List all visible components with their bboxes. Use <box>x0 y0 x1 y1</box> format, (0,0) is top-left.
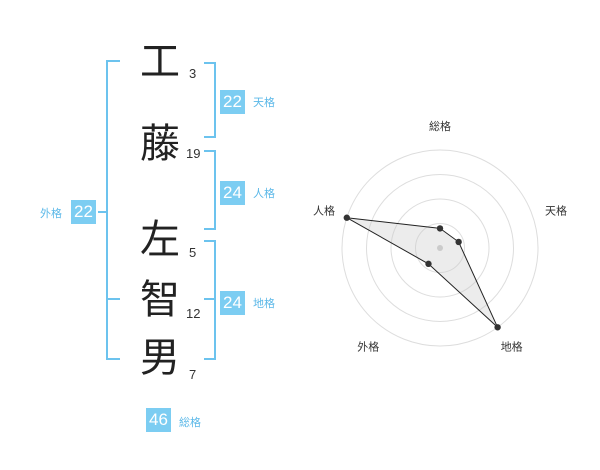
radar-ring-2 <box>390 198 490 298</box>
stroke-count-1: 3 <box>189 66 197 81</box>
radar-series-polygon <box>346 217 499 328</box>
radar-point-3 <box>494 324 501 331</box>
tenkaku-value-badge: 22 <box>220 90 245 114</box>
jinkaku-value-badge: 24 <box>220 181 245 205</box>
radar-axis-label-3: 地格 <box>501 340 523 354</box>
name-char-1: 工 <box>140 39 180 85</box>
stroke-count-3: 5 <box>189 245 197 260</box>
soukaku-value-badge: 46 <box>146 408 171 432</box>
radar-axis-label-5: 人格 <box>313 203 335 217</box>
gaikaku-value-badge: 22 <box>71 200 96 224</box>
chikaku-label: 地格 <box>253 297 275 310</box>
radar-ring-4 <box>341 149 539 347</box>
stroke-count-4: 12 <box>186 306 201 321</box>
radar-axis-label-1: 総格 <box>429 119 451 133</box>
stroke-count-5: 7 <box>189 367 197 382</box>
radar-point-4 <box>425 260 432 268</box>
radar-center <box>437 245 443 251</box>
name-char-3: 左 <box>140 217 180 263</box>
gaikaku-label: 外格 <box>40 207 62 220</box>
chikaku-value-badge: 24 <box>220 291 245 315</box>
radar-ring-3 <box>366 174 514 322</box>
radar-point-2 <box>455 238 462 246</box>
jinkaku-label: 人格 <box>253 187 275 200</box>
name-char-5: 男 <box>140 335 180 381</box>
soukaku-label: 総格 <box>179 416 201 429</box>
radar-axis-label-2: 天格 <box>545 203 567 217</box>
radar-axis-label-4: 外格 <box>357 340 379 354</box>
tenkaku-label: 天格 <box>253 96 275 109</box>
name-char-2: 藤 <box>140 121 180 167</box>
name-char-4: 智 <box>140 277 180 323</box>
stroke-count-2: 19 <box>186 146 201 161</box>
radar-point-5 <box>343 214 350 221</box>
radar-point-1 <box>436 225 444 232</box>
radar-ring-1 <box>415 223 465 273</box>
